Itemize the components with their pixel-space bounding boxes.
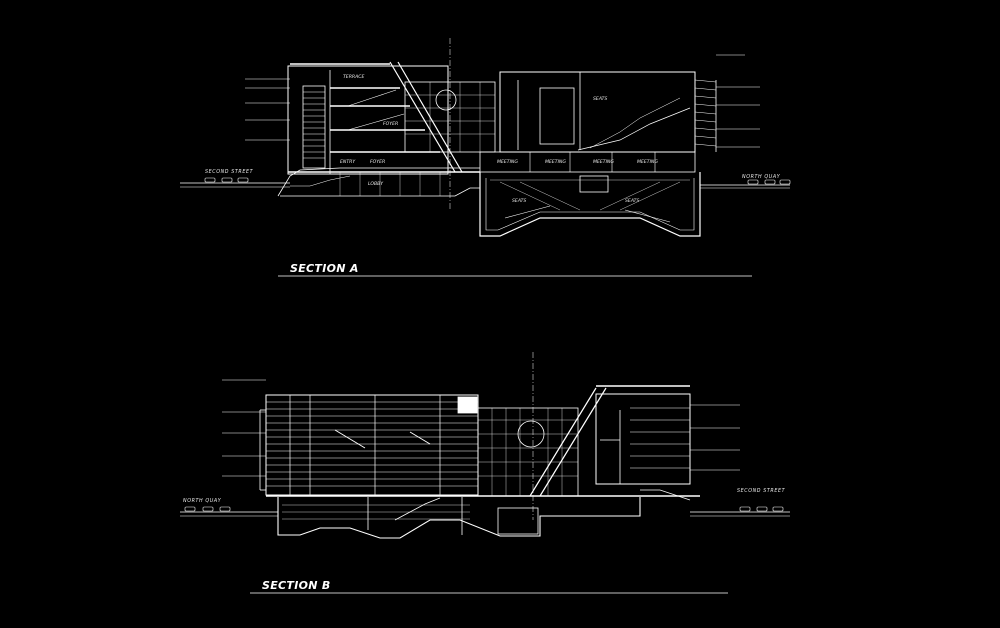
section-b-title: SECTION B bbox=[262, 579, 331, 592]
street-label-a-left: SECOND STREET bbox=[205, 169, 254, 175]
room-label-seats-3: SEATS bbox=[625, 198, 639, 204]
room-label-meeting-2: MEETING bbox=[545, 159, 566, 165]
car-icon bbox=[756, 506, 768, 512]
room-label-foyer: FOYER bbox=[383, 121, 398, 127]
car-icon bbox=[204, 177, 216, 183]
street-label-a-right: NORTH QUAY bbox=[742, 174, 781, 180]
room-label-foyer-lower: FOYER bbox=[370, 159, 385, 165]
car-icon bbox=[221, 177, 233, 183]
car-icon bbox=[219, 506, 231, 512]
room-label-meeting-3: MEETING bbox=[593, 159, 614, 165]
car-icon bbox=[739, 506, 751, 512]
car-icon bbox=[237, 177, 249, 183]
car-icon bbox=[747, 179, 759, 185]
room-label-terrace: TERRACE bbox=[343, 74, 364, 80]
car-icon bbox=[772, 506, 784, 512]
car-icon bbox=[202, 506, 214, 512]
room-label-lobby: LOBBY bbox=[368, 181, 384, 187]
street-label-b-right: SECOND STREET bbox=[737, 488, 786, 494]
car-icon bbox=[764, 179, 776, 185]
car-icon bbox=[184, 506, 196, 512]
room-label-meeting-1: MEETING bbox=[497, 159, 518, 165]
room-label-entry: ENTRY bbox=[340, 159, 356, 165]
section-b-drawing bbox=[180, 352, 790, 539]
street-label-b-left: NORTH QUAY bbox=[183, 498, 222, 504]
room-label-seats-1: SEATS bbox=[593, 96, 607, 102]
section-a-title: SECTION A bbox=[290, 262, 359, 275]
room-label-seats-2: SEATS bbox=[512, 198, 526, 204]
car-icon bbox=[779, 179, 791, 185]
section-a-drawing bbox=[180, 38, 791, 237]
room-label-meeting-4: MEETING bbox=[637, 159, 658, 165]
